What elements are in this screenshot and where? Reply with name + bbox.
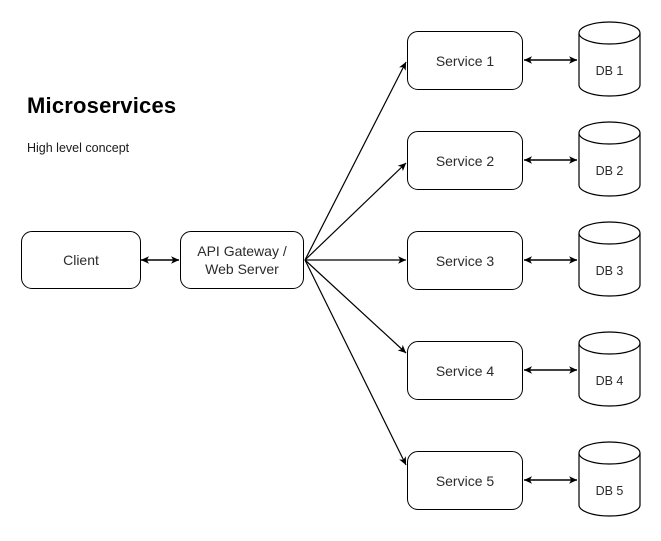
edge-gateway-service-5 <box>304 259 407 466</box>
edge-gateway-service-4 <box>304 259 407 354</box>
node-service-4-label: Service 4 <box>435 362 495 379</box>
page-subtitle: High level concept <box>27 141 130 155</box>
node-service-4[interactable]: Service 4 <box>407 341 523 400</box>
db-cylinder-2[interactable] <box>578 121 641 197</box>
node-service-1[interactable]: Service 1 <box>407 31 523 90</box>
node-service-3[interactable]: Service 3 <box>407 231 523 290</box>
db-cylinder-1[interactable] <box>578 21 641 97</box>
node-service-5[interactable]: Service 5 <box>407 451 523 510</box>
node-client[interactable]: Client <box>21 231 141 289</box>
db-cylinder-3[interactable] <box>578 221 641 297</box>
db-cylinder-5[interactable] <box>578 441 641 517</box>
edge-gateway-service-2 <box>304 162 407 261</box>
node-client-label: Client <box>63 252 99 268</box>
node-service-3-label: Service 3 <box>435 252 495 269</box>
node-service-2-label: Service 2 <box>435 152 495 169</box>
node-service-1-label: Service 1 <box>435 52 495 69</box>
node-api-gateway[interactable]: API Gateway / Web Server <box>180 231 304 289</box>
node-service-2[interactable]: Service 2 <box>407 131 523 190</box>
node-api-gateway-label-line1: API Gateway / <box>197 243 287 259</box>
page-title: Microservices <box>27 93 177 118</box>
edge-gateway-service-1 <box>304 61 407 261</box>
db-cylinder-4[interactable] <box>578 331 641 407</box>
node-api-gateway-label-line2: Web Server <box>205 261 279 277</box>
node-service-5-label: Service 5 <box>435 472 495 489</box>
